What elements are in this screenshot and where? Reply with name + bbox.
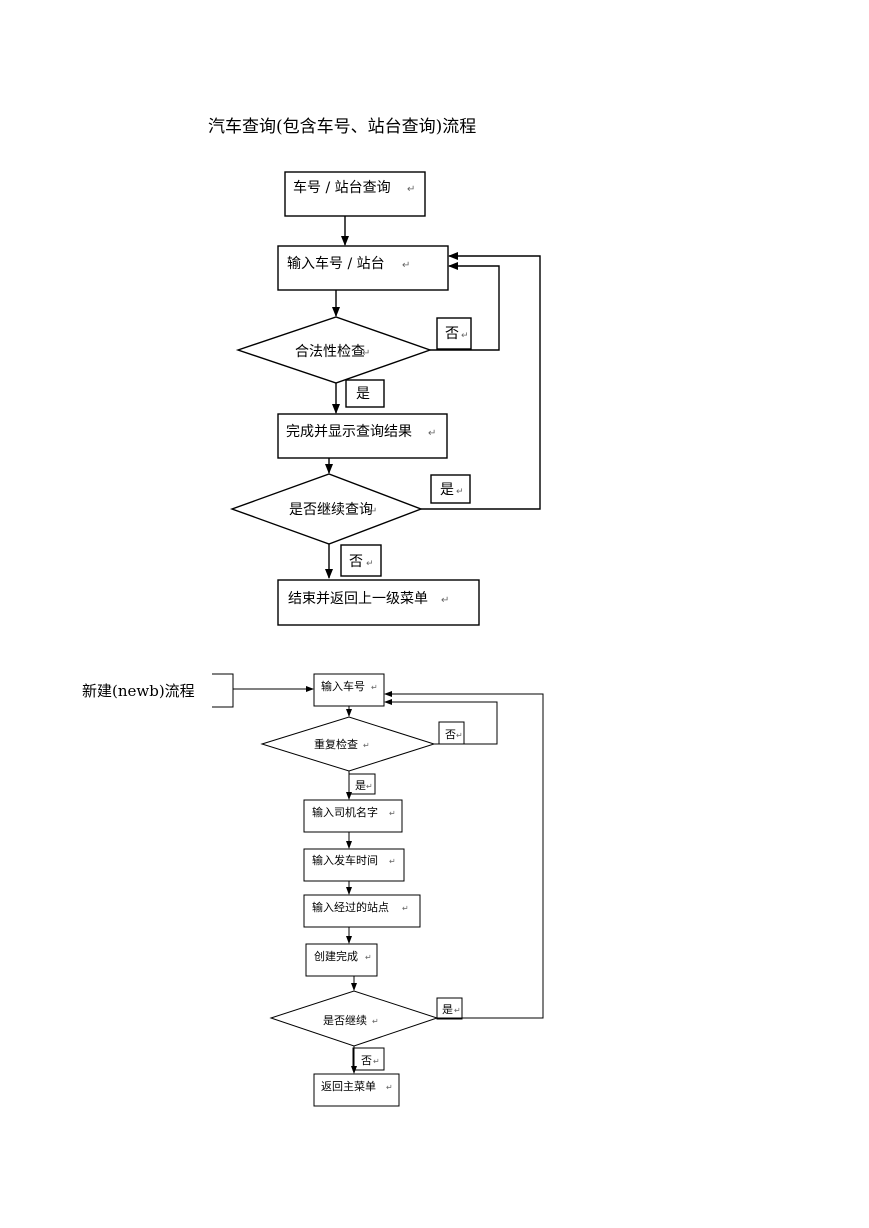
end-return-label: 结束并返回上一级菜单	[288, 591, 428, 607]
return-mark-icon: ↵	[456, 487, 464, 497]
title-bracket	[212, 673, 234, 708]
query-input-label: 输入车号 / 站台	[287, 255, 385, 272]
return-main-menu-box	[313, 1073, 400, 1107]
dup-yes-label: 是	[355, 779, 366, 792]
return-mark-icon: ↵	[373, 1057, 380, 1066]
query-flowchart-labels: 车号 / 站台查询 ↵ 输入车号 / 站台 ↵ 合法性检查 ↵ 否 ↵ 是 完成…	[286, 179, 469, 607]
end-return-box	[277, 579, 480, 626]
return-mark-icon: ↵	[366, 782, 373, 791]
continue-no-label: 否	[349, 554, 363, 570]
cont-no-label: 否	[361, 1054, 372, 1067]
query-start-label: 车号 / 站台查询	[293, 179, 391, 196]
validity-check-label: 合法性检查	[295, 344, 365, 360]
return-mark-icon: ↵	[369, 506, 377, 517]
return-mark-icon: ↵	[363, 741, 370, 750]
arrow-dup-no-loop	[384, 699, 498, 745]
return-main-menu-label: 返回主菜单	[321, 1080, 376, 1093]
query-flow-title: 汽车查询(包含车号、站台查询)流程	[208, 117, 477, 137]
validity-yes-label: 是	[356, 386, 370, 402]
dup-no-label: 否	[445, 728, 456, 741]
continue-no-box	[340, 544, 382, 577]
return-mark-icon: ↵	[454, 1006, 461, 1015]
return-mark-icon: ↵	[386, 1083, 393, 1092]
input-stations-label: 输入经过的站点	[312, 900, 389, 914]
create-done-label: 创建完成	[314, 949, 358, 963]
validity-no-label: 否	[445, 326, 459, 342]
show-results-label: 完成并显示查询结果	[286, 424, 412, 440]
cont-no-box	[352, 1047, 385, 1071]
return-mark-icon: ↵	[365, 953, 372, 962]
continue-yes-label: 是	[440, 482, 454, 498]
arrow-check-no-loop	[430, 262, 500, 351]
newb-flowchart	[212, 673, 544, 1107]
return-mark-icon: ↵	[402, 260, 410, 271]
cont-yes-label: 是	[442, 1003, 453, 1016]
return-mark-icon: ↵	[389, 857, 396, 866]
query-start-box	[284, 171, 426, 217]
return-mark-icon: ↵	[372, 1017, 379, 1026]
return-mark-icon: ↵	[402, 904, 409, 913]
input-driver-label: 输入司机名字	[312, 805, 378, 819]
return-mark-icon: ↵	[407, 184, 415, 195]
validity-no-box	[436, 317, 472, 350]
continue-label: 是否继续	[323, 1013, 367, 1027]
return-mark-icon: ↵	[428, 428, 436, 439]
create-done-box	[305, 943, 378, 977]
arrow-continue-yes-loop	[384, 691, 544, 1019]
return-mark-icon: ↵	[362, 348, 370, 359]
show-results-box	[277, 413, 448, 459]
validity-yes-box	[345, 379, 385, 408]
newb-flowchart-labels: 输入车号 ↵ 重复检查 ↵ 否 ↵ 是 ↵ 输入司机名字 ↵ 输入发车时间 ↵ …	[312, 679, 463, 1093]
input-bus-number-label: 输入车号	[321, 679, 365, 693]
return-mark-icon: ↵	[366, 559, 374, 569]
return-mark-icon: ↵	[461, 331, 469, 341]
newb-flow-title: 新建(newb)流程	[82, 682, 195, 700]
input-driver-box	[303, 799, 403, 833]
input-stations-box	[303, 894, 421, 928]
continue-query-label: 是否继续查询	[289, 501, 373, 518]
return-mark-icon: ↵	[456, 731, 463, 740]
input-time-box	[303, 848, 405, 882]
duplicate-check-label: 重复检查	[314, 737, 358, 751]
return-mark-icon: ↵	[371, 683, 378, 692]
query-flowchart	[229, 171, 541, 626]
input-time-label: 输入发车时间	[312, 853, 378, 867]
continue-yes-box	[430, 474, 471, 504]
arrow-continue-yes-loop	[421, 252, 541, 510]
return-mark-icon: ↵	[441, 595, 449, 606]
cont-yes-box	[436, 997, 463, 1020]
return-mark-icon: ↵	[389, 809, 396, 818]
